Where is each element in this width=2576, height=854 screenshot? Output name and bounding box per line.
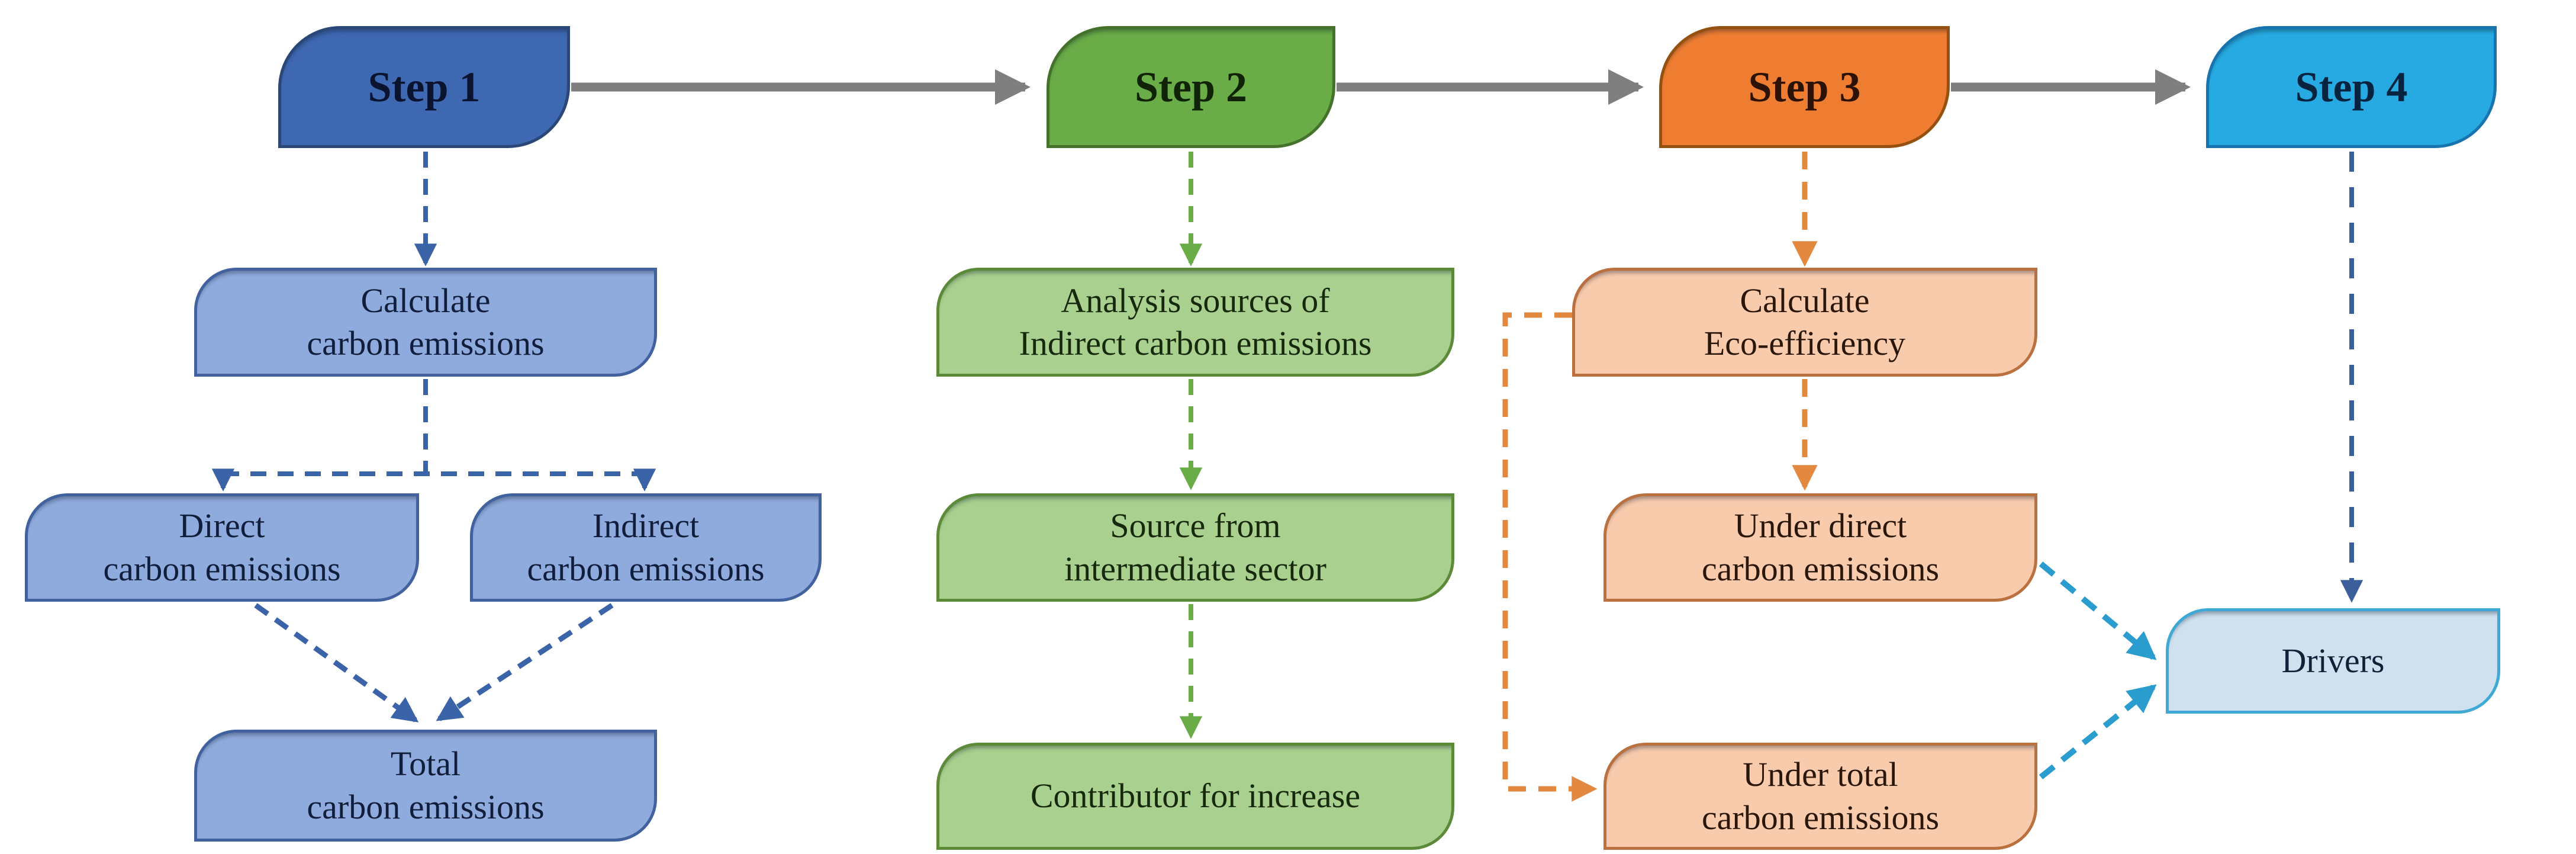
step-1-box: Step 1 <box>278 26 570 148</box>
box-text-line: Under total <box>1743 755 1898 794</box>
direct-carbon-emissions-box: Direct carbon emissions <box>25 493 419 602</box>
connector-indirect-total <box>436 603 614 721</box>
box-text-line: Drivers <box>2281 641 2385 680</box>
box-text-line: carbon emissions <box>307 787 545 826</box>
box-text-line: Under direct <box>1734 506 1907 545</box>
box-text-line: Indirect <box>592 506 700 545</box>
box-text-line: intermediate sector <box>1064 549 1326 588</box>
box-text-line: Eco-efficiency <box>1704 324 1906 362</box>
box-text-line: Indirect carbon emissions <box>1019 324 1372 362</box>
step-4-label: Step 4 <box>2295 63 2408 111</box>
box-text-line: carbon emissions <box>103 549 341 588</box>
box-text-line: Total <box>390 744 461 783</box>
box-text-line: carbon emissions <box>307 324 545 362</box>
calculate-eco-efficiency-box: Calculate Eco-efficiency <box>1572 268 2037 377</box>
box-text-line: Contributor for increase <box>1030 776 1361 816</box>
box-text-line: Calculate <box>1740 281 1870 320</box>
source-intermediate-sector-box: Source from intermediate sector <box>936 493 1454 602</box>
box-text-line: Calculate <box>360 281 491 320</box>
connector-under-total-drivers <box>2039 684 2157 779</box>
step-2-box: Step 2 <box>1046 26 1335 148</box>
connector-under-direct-drivers <box>2039 561 2157 660</box>
step-1-label: Step 1 <box>368 63 481 111</box>
step-3-label: Step 3 <box>1748 63 1861 111</box>
connector-calc-carbon-branch <box>223 379 645 476</box>
drivers-box: Drivers <box>2166 608 2500 714</box>
calculate-carbon-emissions-box: Calculate carbon emissions <box>194 268 657 377</box>
analysis-sources-box: Analysis sources of Indirect carbon emis… <box>936 268 1454 377</box>
connector-direct-total <box>254 603 419 723</box>
box-text-line: carbon emissions <box>1701 798 1940 837</box>
step-2-label: Step 2 <box>1134 63 1248 111</box>
step-3-box: Step 3 <box>1659 26 1950 148</box>
indirect-carbon-emissions-box: Indirect carbon emissions <box>470 493 822 602</box>
step-4-box: Step 4 <box>2206 26 2497 148</box>
under-direct-carbon-emissions-box: Under direct carbon emissions <box>1603 493 2037 602</box>
total-carbon-emissions-box: Total carbon emissions <box>194 730 657 842</box>
box-text-line: Direct <box>179 506 265 545</box>
connector-calc-eco-under-total <box>1502 312 1598 802</box>
box-text-line: Analysis sources of <box>1061 281 1330 320</box>
box-text-line: carbon emissions <box>527 549 765 588</box>
under-total-carbon-emissions-box: Under total carbon emissions <box>1603 743 2037 850</box>
contributor-for-increase-box: Contributor for increase <box>936 743 1454 850</box>
box-text-line: carbon emissions <box>1701 549 1940 588</box>
box-text-line: Source from <box>1110 506 1281 545</box>
